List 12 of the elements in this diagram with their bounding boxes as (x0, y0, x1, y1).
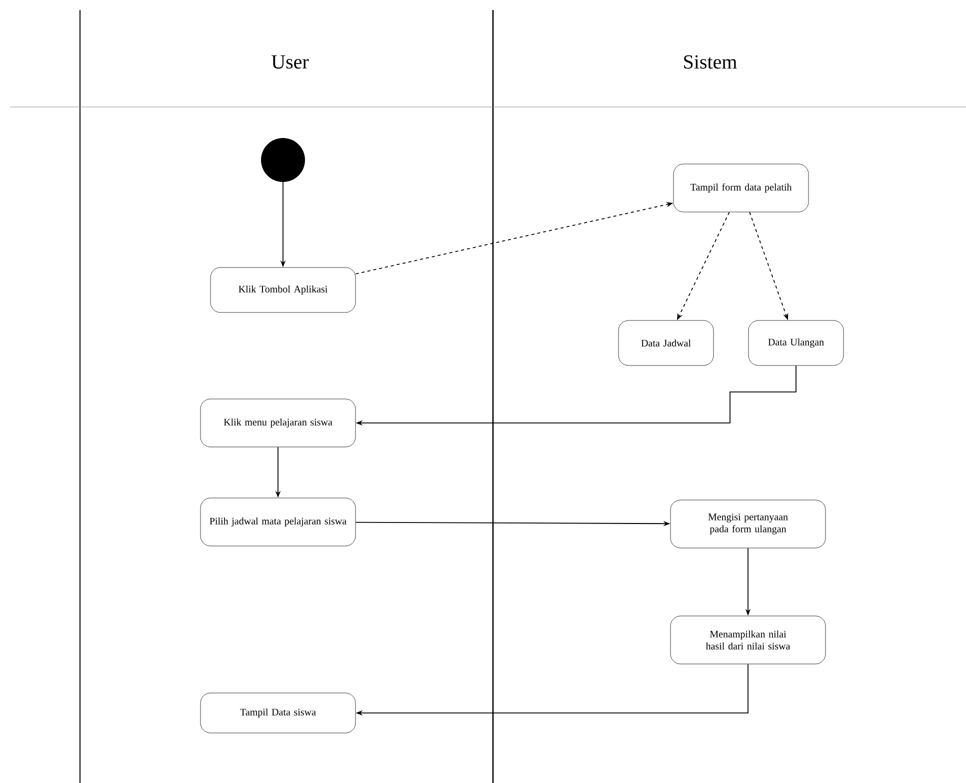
action-box: Data Ulangan (748, 320, 844, 366)
action-box: Pilih jadwal mata pelajaran siswa (200, 498, 356, 546)
lane-header: User (272, 55, 309, 69)
action-box: Tampil form data pelatih (673, 164, 809, 212)
action-box: Tampil Data siswa (200, 692, 356, 734)
lane-header: Sistem (684, 55, 737, 69)
action-box: Klik menu pelajaran siswa (200, 398, 356, 448)
action-box: Menampilkan nilai hasil dari nilai siswa (670, 616, 826, 664)
action-box: Klik Tombol Aplikasi (210, 267, 356, 313)
action-box: Data Jadwal (618, 320, 714, 366)
start-node (261, 138, 305, 182)
action-box: Mengisi pertanyaan pada form ulangan (670, 500, 826, 548)
